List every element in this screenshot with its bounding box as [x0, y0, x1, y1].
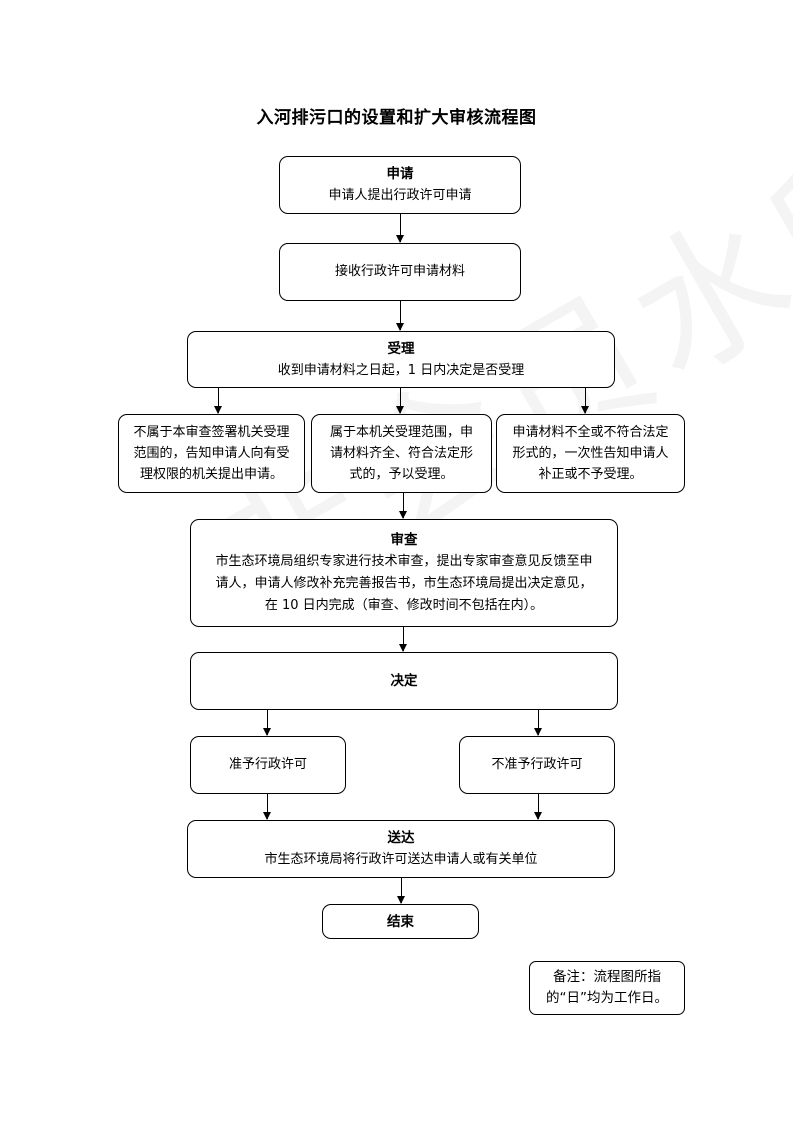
- node-decide-head: 决定: [390, 673, 418, 689]
- arrow-accept-incomplete: [581, 388, 589, 414]
- node-approve: 准予行政许可: [190, 736, 346, 794]
- node-accept: 受理 收到申请材料之日起，1 日内决定是否受理: [187, 331, 615, 388]
- node-receive: 接收行政许可申请材料: [279, 243, 521, 301]
- arrow-decide-approve: [263, 710, 271, 736]
- node-review-body: 市生态环境局组织专家进行技术审查，提出专家审查意见反馈至申请人，申请人修改补充完…: [215, 554, 593, 613]
- node-receive-body: 接收行政许可申请材料: [334, 264, 465, 279]
- page-title: 入河排污口的设置和扩大审核流程图: [256, 108, 537, 128]
- node-belong: 属于本机关受理范围，申请材料齐全、符合法定形式的，予以受理。: [311, 414, 492, 493]
- node-accept-head: 受理: [387, 340, 415, 357]
- node-accept-body: 收到申请材料之日起，1 日内决定是否受理: [277, 362, 525, 378]
- node-apply: 申请 申请人提出行政许可申请: [279, 156, 521, 214]
- arrow-receive-accept: [396, 301, 404, 331]
- node-review-head: 审查: [390, 532, 418, 548]
- node-not-belong-body: 不属于本审查签署机关受理范围的，告知申请人向有受理权限的机关提出申请。: [133, 425, 290, 482]
- node-decide: 决定: [190, 652, 618, 710]
- node-belong-body: 属于本机关受理范围，申请材料齐全、符合法定形式的，予以受理。: [329, 425, 473, 482]
- note-text: 备注：流程图所指的“日”均为工作日。: [546, 969, 668, 1006]
- node-incomplete-body: 申请材料不全或不符合法定形式的，一次性告知申请人补正或不予受理。: [512, 425, 669, 482]
- node-apply-body: 申请人提出行政许可申请: [328, 188, 472, 203]
- node-deliver-body: 市生态环境局将行政许可送达申请人或有关单位: [264, 852, 538, 867]
- arrow-reject-deliver: [534, 794, 542, 820]
- node-incomplete: 申请材料不全或不符合法定形式的，一次性告知申请人补正或不予受理。: [496, 414, 685, 493]
- node-reject-body: 不准予行政许可: [491, 757, 583, 772]
- node-deliver: 送达 市生态环境局将行政许可送达申请人或有关单位: [187, 820, 615, 878]
- arrow-decide-reject: [534, 710, 542, 736]
- node-review: 审查 市生态环境局组织专家进行技术审查，提出专家审查意见反馈至申请人，申请人修改…: [190, 519, 618, 627]
- arrow-review-decide: [399, 627, 407, 652]
- node-not-belong: 不属于本审查签署机关受理范围的，告知申请人向有受理权限的机关提出申请。: [118, 414, 305, 493]
- node-reject: 不准予行政许可: [459, 736, 615, 794]
- note-box: 备注：流程图所指的“日”均为工作日。: [529, 961, 685, 1015]
- arrow-approve-deliver: [263, 794, 271, 820]
- arrow-belong-review: [399, 493, 407, 519]
- node-apply-head: 申请: [386, 166, 414, 182]
- arrow-deliver-end: [397, 878, 405, 904]
- arrow-accept-not-belong: [214, 388, 222, 414]
- node-end-head: 结束: [387, 913, 414, 930]
- node-end: 结束: [322, 904, 479, 939]
- node-approve-body: 准予行政许可: [228, 757, 307, 772]
- node-deliver-head: 送达: [387, 830, 415, 846]
- arrow-apply-receive: [396, 214, 404, 243]
- arrow-accept-belong: [396, 388, 404, 414]
